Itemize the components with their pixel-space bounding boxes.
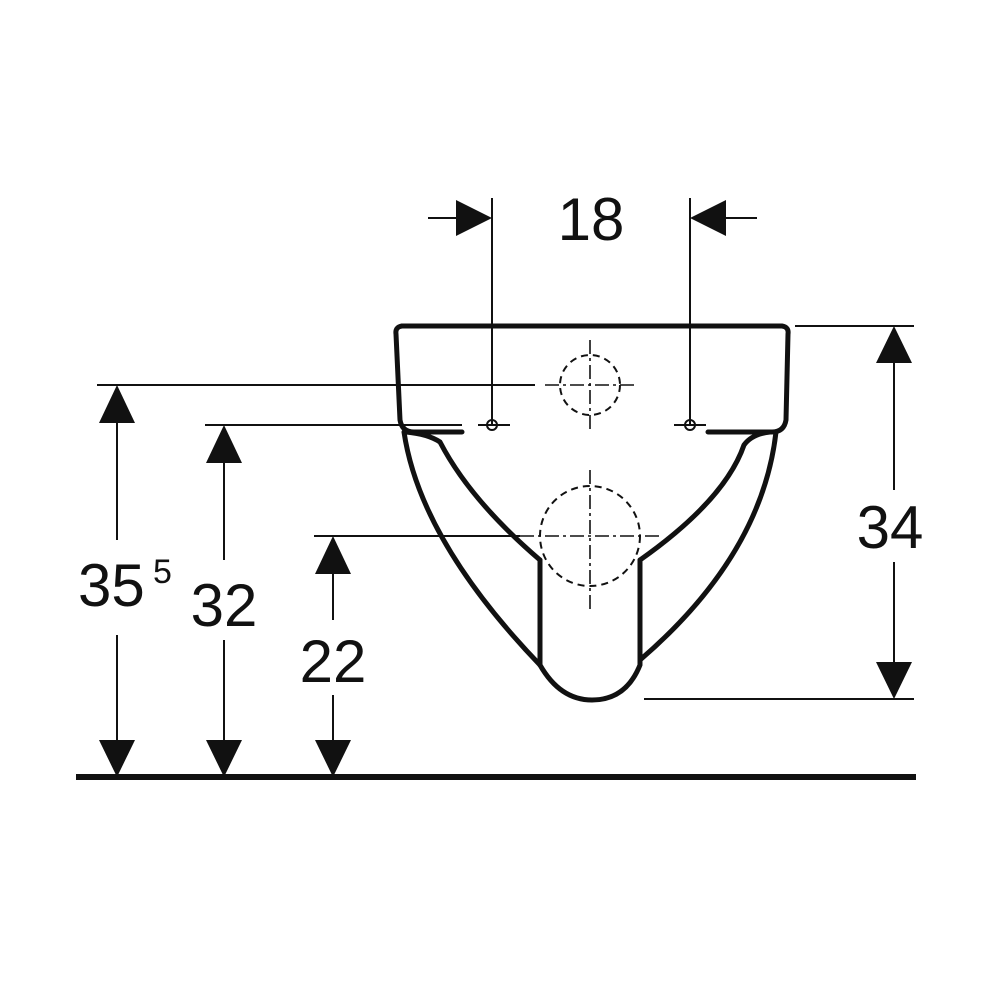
inlet-hole [545,340,636,432]
dimension-width-label: 18 [558,186,625,253]
dimension-width: 18 [428,186,757,425]
dimension-total-height-label: 34 [857,494,924,561]
dimension-inlet-height-sup: 5 [153,553,172,591]
dimension-outlet-height-label: 22 [300,628,367,695]
dimension-bolt-height: 32 [191,424,462,777]
toilet-body [393,323,791,703]
dimension-total-height: 34 [644,325,924,700]
dimension-inlet-height-label: 35 [78,552,145,619]
dimension-inlet-height: 35 5 [78,384,535,777]
bolt-hole-left [478,419,510,431]
outlet-hole [520,470,662,612]
dimension-bolt-height-label: 32 [191,572,258,639]
dimension-outlet-height: 22 [300,535,520,777]
